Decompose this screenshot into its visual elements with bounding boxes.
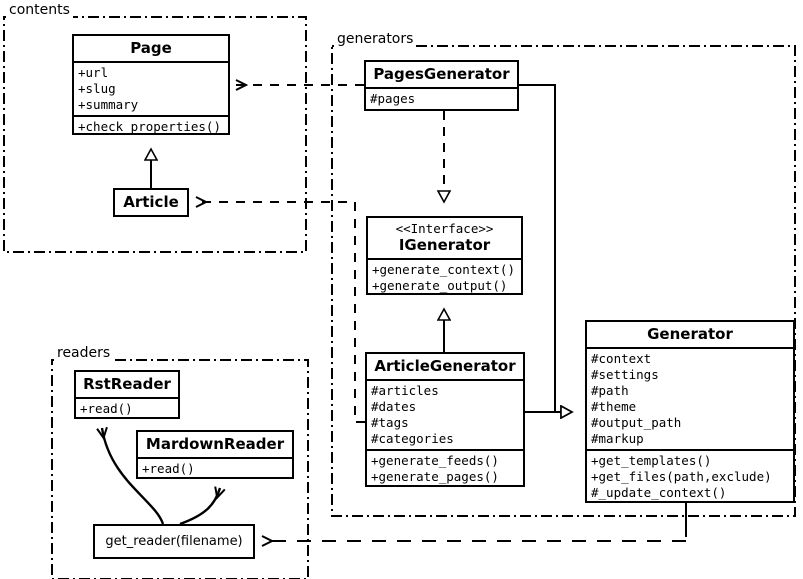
dependency-articlegenerator-to-article bbox=[196, 202, 365, 423]
dependency-getreader-to-mardownreader bbox=[179, 488, 220, 526]
class-operations-generator: +get_templates() +get_files(path,exclude… bbox=[587, 449, 793, 503]
attribute: #markup bbox=[591, 431, 644, 446]
class-box-articlegenerator[interactable]: ArticleGenerator #articles #dates #tags … bbox=[365, 352, 525, 487]
class-name-article: Article bbox=[123, 193, 179, 211]
attribute: +summary bbox=[78, 97, 139, 112]
package-label-generators: generators bbox=[334, 31, 417, 47]
attribute: #theme bbox=[591, 399, 637, 414]
class-operations-mardownreader: +read() bbox=[138, 457, 292, 479]
attribute: #settings bbox=[591, 367, 659, 382]
dependency-generator-to-getreader bbox=[262, 503, 687, 541]
operation: +get_templates() bbox=[591, 453, 712, 468]
attribute: +url bbox=[78, 65, 109, 80]
class-operations-igenerator: +generate_context() +generate_output() bbox=[368, 258, 521, 296]
operation: +generate_output() bbox=[372, 278, 508, 293]
attribute: #output_path bbox=[591, 415, 682, 430]
class-operations-articlegenerator: +generate_feeds() +generate_pages() bbox=[367, 449, 523, 487]
class-name-pagesgenerator: PagesGenerator bbox=[373, 65, 510, 83]
attribute: #context bbox=[591, 351, 652, 366]
attribute: #path bbox=[591, 383, 629, 398]
class-attributes-generator: #context #settings #path #theme #output_… bbox=[587, 347, 793, 449]
function-label: get_reader(filename) bbox=[105, 534, 243, 549]
class-operations-rstreader: +read() bbox=[76, 397, 178, 419]
package-label-readers: readers bbox=[54, 345, 114, 361]
operation: #_update_context() bbox=[591, 485, 727, 500]
class-box-rstreader[interactable]: RstReader +read() bbox=[74, 370, 180, 419]
operation: +generate_feeds() bbox=[371, 453, 499, 468]
attribute: +slug bbox=[78, 81, 116, 96]
class-attributes-page: +url +slug +summary bbox=[74, 61, 228, 115]
class-name-igenerator: IGenerator bbox=[398, 236, 491, 254]
class-name-page: Page bbox=[130, 39, 172, 57]
class-name-mardownreader: MardownReader bbox=[145, 435, 285, 453]
class-box-igenerator[interactable]: <<Interface>> IGenerator +generate_conte… bbox=[366, 216, 523, 295]
operation: +get_files(path,exclude) bbox=[591, 469, 772, 484]
class-box-mardownreader[interactable]: MardownReader +read() bbox=[136, 430, 294, 479]
operation: +read() bbox=[80, 401, 133, 416]
package-label-contents: contents bbox=[6, 2, 73, 18]
attribute: #dates bbox=[371, 399, 417, 414]
class-name-rstreader: RstReader bbox=[83, 375, 171, 393]
class-box-article[interactable]: Article bbox=[113, 188, 189, 217]
class-stereotype-igenerator: <<Interface>> bbox=[395, 221, 494, 236]
class-box-page[interactable]: Page +url +slug +summary +check_properti… bbox=[72, 34, 230, 135]
operation: +read() bbox=[142, 461, 195, 476]
class-name-generator: Generator bbox=[647, 325, 733, 343]
function-box-get-reader[interactable]: get_reader(filename) bbox=[93, 524, 255, 559]
attribute: #tags bbox=[371, 415, 409, 430]
attribute: #categories bbox=[371, 431, 454, 446]
class-attributes-pagesgenerator: #pages bbox=[366, 87, 517, 109]
operation: +generate_pages() bbox=[371, 469, 499, 484]
attribute: #articles bbox=[371, 383, 439, 398]
class-name-articlegenerator: ArticleGenerator bbox=[374, 357, 516, 375]
attribute: #pages bbox=[370, 91, 416, 106]
class-box-pagesgenerator[interactable]: PagesGenerator #pages bbox=[364, 60, 519, 111]
class-attributes-articlegenerator: #articles #dates #tags #categories bbox=[367, 379, 523, 449]
class-operations-page: +check_properties() bbox=[74, 115, 228, 137]
generalization-pagesgenerator-to-generator bbox=[519, 84, 572, 412]
class-box-generator[interactable]: Generator #context #settings #path #them… bbox=[585, 320, 795, 503]
class-header-igenerator: <<Interface>> IGenerator bbox=[368, 218, 521, 258]
operation: +check_properties() bbox=[78, 119, 221, 134]
operation: +generate_context() bbox=[372, 262, 515, 277]
